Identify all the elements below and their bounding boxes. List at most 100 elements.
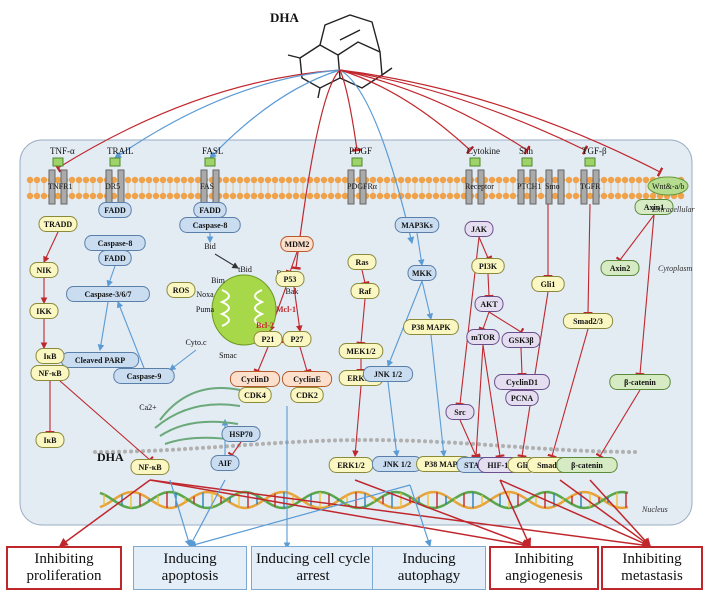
mtor-label: mTOR [471,333,495,342]
bak-label: Bak [286,287,299,296]
ligand-label: TRAIL [107,146,134,156]
outcome-label: Inhibiting proliferation [26,551,102,584]
p21-label: P21 [262,335,275,344]
outcome-label: Inducing apoptosis [161,551,219,584]
node-gli1: Gli1 [531,276,565,292]
node-fadd2: FADD [98,250,132,266]
outcome-box-2: Inducing cell cycle arrest [251,546,375,590]
p53-label: P53 [284,275,297,284]
node-p53: P53 [275,271,305,287]
stat3-label: STAT3 [464,461,488,470]
node-tbid: tBid [238,265,252,274]
tbid-label: tBid [238,265,252,274]
node-cycline: CyclinE [281,371,333,387]
node-nik: NIK [29,262,59,278]
gli1-label: Gli1 [541,280,556,289]
node-cytoc: Cyto.c [185,338,207,347]
ligand-label: TNF-α [50,146,75,156]
node-hsp70: HSP70 [221,426,261,442]
node-bid: Bid [204,242,216,251]
receptor-6: Smo [545,169,565,205]
jnk1-label: JNK 1/2 [374,370,402,379]
outcome-label: Inducing autophagy [397,551,461,584]
map3ks-label: MAP3Ks [401,221,433,230]
node-p38a: P38 MAPK [403,319,459,335]
node-bcat2: β-catenin [556,457,618,473]
nucleus-label: Nucleus [641,505,668,514]
dha-molecule-icon [287,14,393,99]
pi3k-label: PI3K [479,262,498,271]
hif-label: HIF-1α [487,461,513,470]
p27-label: P27 [291,335,304,344]
node-caspase8a: Caspase-8 [84,235,146,251]
tradd-label: TRADD [44,220,73,229]
bcl2-label: Bcl-2 [256,321,274,330]
node-mkk: MKK [407,265,437,281]
caspase367-label: Caspase-3/6/7 [84,290,131,299]
src-label: Src [454,408,466,417]
aif-label: AIF [218,459,232,468]
node-cdk4: CDK4 [238,387,272,403]
receptor-1: TRAIL DR5 [105,146,134,205]
p38a-label: P38 MAPK [411,323,451,332]
mek-label: MEK1/2 [346,347,375,356]
smad-label: Smad2/3 [573,317,603,326]
node-smac: Smac [219,351,237,360]
receptor-label: PDGFRα [347,182,378,191]
node-ras: Ras [347,254,377,270]
mitochondria-icon [211,274,277,346]
node-pcna: PCNA [505,390,539,406]
outcome-label: Inhibiting metastasis [621,551,683,584]
node-bcat: β-catenin [609,374,671,390]
node-noxa: Noxa [196,290,214,299]
receptor-label: Smo [545,182,560,191]
dha-er-label: DHA [97,450,124,464]
erk2-label: ERK1/2 [337,461,365,470]
node-cdk2: CDK2 [290,387,324,403]
cdk4-label: CDK4 [244,391,266,400]
ligand-label: Cytokine [467,146,500,156]
smad2-label: Smad2/3 [537,461,567,470]
receptor-label: TNFR1 [48,182,72,191]
ligand-label: Shh [519,146,534,156]
ligand-label: TGF-β [582,146,607,156]
bid-label: Bid [204,242,216,251]
caspase8b-label: Caspase-8 [193,221,228,230]
bcat-label: β-catenin [624,378,656,387]
node-nfkb1: NF-κB [30,365,70,381]
receptor-label: FAS [200,182,214,191]
node-axin1: Axin1 [634,199,674,215]
noxa-label: Noxa [196,290,214,299]
jak-label: JAK [471,225,488,234]
ca-label: Ca2+ [139,403,157,412]
node-ikk: IKK [29,303,59,319]
caspase9-label: Caspase-9 [127,372,162,381]
mkk-label: MKK [412,269,433,278]
outcome-box-5: Inhibiting metastasis [601,546,703,590]
caspase8a-label: Caspase-8 [98,239,133,248]
mcl1-label: Mcl-1 [276,305,296,314]
gli2-label: Gli [517,461,528,470]
bcat2-label: β-catenin [571,461,603,470]
receptor-label: DR5 [105,182,120,191]
node-jnk1: JNK 1/2 [362,366,414,382]
nik-label: NIK [36,266,52,275]
fadd3-label: FADD [199,206,221,215]
bim-label: Bim [211,276,226,285]
node-mtor: mTOR [466,329,500,345]
node-mek: MEK1/2 [338,343,384,359]
erk1-label: ERK1/2 [347,374,375,383]
fadd2-label: FADD [104,254,126,263]
outcome-label: Inhibiting angiogenesis [505,551,583,584]
node-ros: ROS [166,282,196,298]
node-cyclind1b: CyclinD1 [494,374,550,390]
node-ca: Ca2+ [139,403,157,412]
node-jnk2: JNK 1/2 [371,456,423,472]
node-ikb1: IκB [35,348,65,364]
